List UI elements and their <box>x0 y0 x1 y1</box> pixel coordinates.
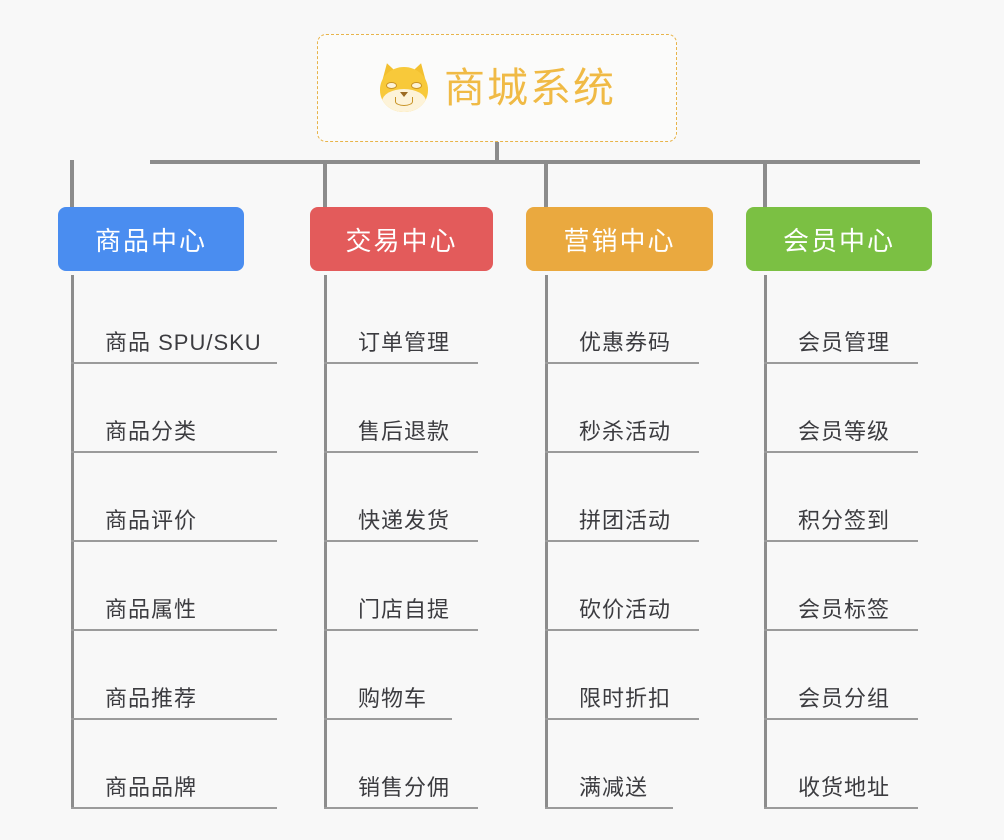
leaf-underline <box>324 807 478 809</box>
connector-drop-1 <box>70 160 74 207</box>
leaf-underline <box>545 540 699 542</box>
leaf-label: 购物车 <box>358 686 428 711</box>
leaf-underline <box>545 807 673 809</box>
leaf-label: 商品属性 <box>105 597 198 622</box>
leaf-underline <box>324 718 452 720</box>
leaf-label: 商品推荐 <box>105 686 198 711</box>
leaf-label: 销售分佣 <box>358 775 451 800</box>
connector-drop-2 <box>323 160 327 207</box>
leaf-underline <box>545 629 699 631</box>
category-label: 会员中心 <box>782 225 895 256</box>
shiba-dog-icon <box>378 60 430 114</box>
connector-horizontal-bar <box>150 160 920 164</box>
category-label: 商品中心 <box>94 225 207 256</box>
leaf-underline <box>545 362 699 364</box>
leaf-label: 拼团活动 <box>579 508 672 533</box>
leaf-underline <box>71 362 277 364</box>
leaf-label: 砍价活动 <box>579 597 672 622</box>
leaf-underline <box>324 451 478 453</box>
leaf-underline <box>764 807 918 809</box>
leaf-label: 秒杀活动 <box>579 419 672 444</box>
leaf-underline <box>545 451 699 453</box>
leaf-label: 满减送 <box>579 775 649 800</box>
leaf-underline <box>764 629 918 631</box>
connector-root-stem <box>495 142 499 164</box>
column-spine <box>71 275 74 809</box>
leaf-label: 会员分组 <box>798 686 891 711</box>
leaf-label: 商品评价 <box>105 508 198 533</box>
category-label: 交易中心 <box>345 225 458 256</box>
leaf-label: 商品 SPU/SKU <box>105 330 262 355</box>
leaf-underline <box>764 451 918 453</box>
leaf-underline <box>324 540 478 542</box>
category-box-2[interactable]: 交易中心 <box>310 207 493 271</box>
leaf-label: 积分签到 <box>798 508 891 533</box>
category-box-3[interactable]: 营销中心 <box>526 207 713 271</box>
column-spine <box>764 275 767 809</box>
column-spine <box>324 275 327 809</box>
category-label: 营销中心 <box>563 225 676 256</box>
leaf-label: 会员标签 <box>798 597 891 622</box>
leaf-label: 订单管理 <box>358 330 451 355</box>
leaf-label: 收货地址 <box>798 775 891 800</box>
leaf-label: 优惠券码 <box>579 330 672 355</box>
column-spine <box>545 275 548 809</box>
root-node[interactable]: 商城系统 <box>317 34 677 142</box>
connector-drop-3 <box>544 160 548 207</box>
category-box-1[interactable]: 商品中心 <box>58 207 244 271</box>
leaf-underline <box>71 540 277 542</box>
connector-drop-4 <box>763 160 767 207</box>
leaf-underline <box>71 451 277 453</box>
leaf-underline <box>545 718 699 720</box>
leaf-underline <box>71 629 277 631</box>
leaf-label: 会员等级 <box>798 419 891 444</box>
root-title: 商城系统 <box>444 64 616 111</box>
leaf-underline <box>764 718 918 720</box>
category-box-4[interactable]: 会员中心 <box>746 207 932 271</box>
leaf-underline <box>764 362 918 364</box>
leaf-underline <box>324 362 478 364</box>
leaf-underline <box>764 540 918 542</box>
leaf-label: 商品分类 <box>105 419 198 444</box>
leaf-label: 门店自提 <box>358 597 451 622</box>
leaf-label: 售后退款 <box>358 419 451 444</box>
leaf-label: 快递发货 <box>358 508 451 533</box>
leaf-label: 会员管理 <box>798 330 891 355</box>
leaf-underline <box>71 807 277 809</box>
leaf-underline <box>324 629 478 631</box>
leaf-label: 限时折扣 <box>579 686 672 711</box>
leaf-underline <box>71 718 277 720</box>
leaf-label: 商品品牌 <box>105 775 198 800</box>
